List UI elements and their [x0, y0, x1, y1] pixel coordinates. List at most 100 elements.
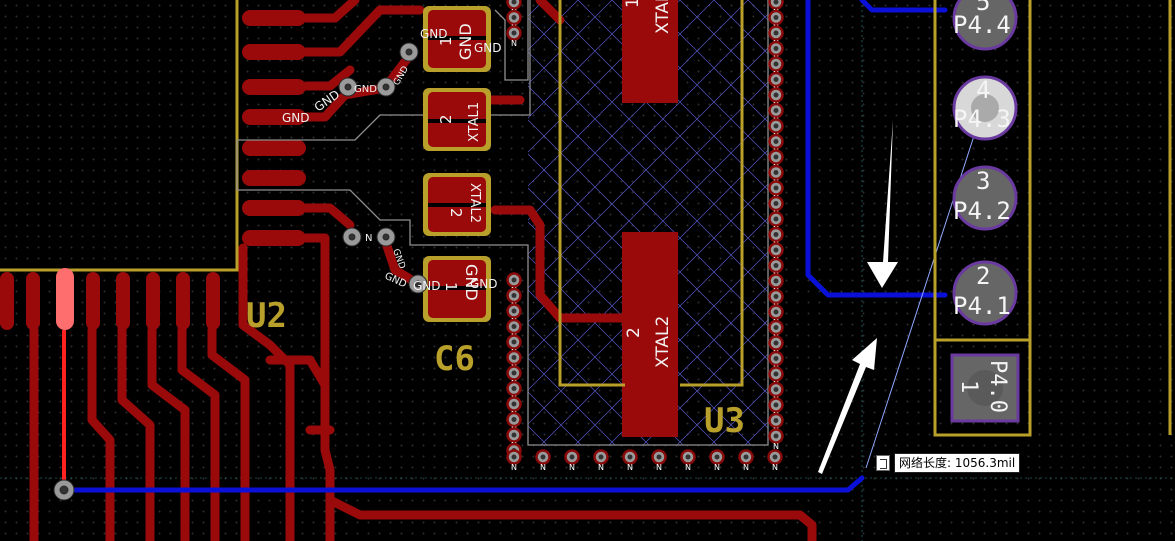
u3-pin-bottom-9-label: N [743, 463, 749, 472]
u3-pin-column-right: NNNNNNNNNNNNNNNNNNNNNNNNNNNNN [768, 0, 784, 451]
u3-pin-left-7-hole [511, 370, 517, 376]
svg-text:5: 5 [976, 0, 990, 16]
u3-pin-right-13-hole [773, 185, 779, 191]
u3-pin-bottom-1-hole [511, 454, 517, 460]
u3-pin-bottom-9-hole [743, 454, 749, 460]
u2-pad-row-right [242, 10, 306, 246]
u3-pin-bottom-3-label: N [569, 463, 575, 472]
svg-text:GND: GND [462, 264, 481, 301]
u3-pin-right-28-hole [773, 418, 779, 423]
u3-pin-top-left-3-hole [511, 30, 517, 36]
u3-pin-right-8-hole [773, 108, 779, 113]
u3-pin-right-23-hole [773, 340, 779, 346]
svg-text:P4.0: P4.0 [985, 360, 1010, 413]
u3-pin-right-14-hole [773, 201, 779, 206]
u3-pin-right-6-hole [773, 77, 779, 82]
c6-designator: C6 [434, 339, 475, 379]
svg-text:P4.3: P4.3 [953, 105, 1011, 133]
u3-pin-bottom-8-hole [714, 454, 720, 460]
board-outline [236, 0, 769, 446]
svg-text:4: 4 [976, 76, 990, 104]
net-length-text: 网络长度: 1056.3mil [894, 453, 1021, 473]
svg-text:GND: GND [354, 84, 377, 95]
svg-text:GND: GND [420, 27, 448, 41]
u3-pin-right-7-hole [773, 92, 779, 98]
u3-pin-right-4-hole [773, 46, 779, 51]
svg-text:2: 2 [447, 208, 465, 218]
u2-silkscreen-outline [0, 0, 239, 272]
annotation-arrow-down [867, 120, 898, 288]
svg-text:GND: GND [282, 111, 310, 125]
smd-pad-labels: GND 1 2 XTAL1 XTAL2 2 GND 1 [437, 23, 482, 300]
u3-pin-right-12-hole [773, 170, 779, 175]
top-copper-traces [29, 0, 817, 541]
crystal-silkscreen [558, 0, 744, 387]
u3-pin-right-1-hole [773, 0, 779, 5]
u3-pin-left-8-hole [511, 386, 517, 391]
svg-text:2: 2 [624, 327, 644, 338]
svg-text:N: N [365, 233, 372, 244]
u3-pin-bottom-2-hole [540, 454, 546, 460]
selected-track[interactable] [56, 268, 74, 488]
u3-pin-left-3-hole [511, 308, 517, 314]
u3-pin-right-5-hole [773, 61, 779, 67]
svg-text:GND: GND [456, 23, 475, 60]
u3-pin-left-5-hole [511, 339, 517, 345]
bottom-copper-traces [61, 0, 948, 493]
u3-pin-bottom-5-label: N [627, 463, 633, 472]
u3-pin-top-left-3-label: N [511, 39, 517, 48]
net-length-icon [876, 455, 890, 471]
u3-pin-left-6-hole [511, 355, 517, 360]
u3-pin-left-9-hole [511, 401, 517, 407]
annotation-arrow-up [818, 338, 877, 474]
svg-text:1: 1 [442, 282, 460, 292]
u3-pin-right-3-hole [773, 30, 779, 36]
u3-pin-bottom-1-label: N [511, 463, 517, 472]
u3-pin-bottom-4-hole [598, 454, 604, 460]
u3-pin-right-26-hole [773, 387, 779, 392]
header-silkscreen [933, 0, 1032, 437]
u3-pin-right-18-hole [773, 263, 779, 268]
svg-text:P4.4: P4.4 [953, 11, 1011, 39]
svg-text:1: 1 [623, 0, 643, 8]
u3-pin-right-19-hole [773, 278, 779, 284]
u3-pin-left-2-hole [511, 293, 517, 298]
u3-pin-bottom-3-hole [569, 454, 575, 460]
c6-smd-pads [423, 6, 491, 322]
u3-designator: U3 [704, 401, 745, 441]
header-pads[interactable] [950, 0, 1020, 423]
svg-text:P4.1: P4.1 [953, 292, 1011, 320]
u3-pin-bottom-10-label: N [772, 463, 778, 472]
u3-pin-right-17-hole [773, 247, 779, 253]
u3-pin-right-21-hole [773, 309, 779, 315]
net-length-tooltip: 网络长度: 1056.3mil [876, 453, 1021, 473]
u3-pin-right-15-hole [773, 216, 779, 222]
vias [53, 42, 428, 501]
u3-pin-bottom-4-label: N [598, 463, 604, 472]
svg-text:XTAL2: XTAL2 [467, 183, 482, 223]
crystal-pad-2 [622, 232, 678, 437]
u3-pin-right-22-hole [773, 325, 779, 330]
u3-pin-left-1-hole [511, 277, 517, 283]
u3-pin-top-left-2-hole [511, 15, 517, 20]
u3-pin-right-10-hole [773, 139, 779, 144]
u2-designator: U2 [246, 296, 287, 336]
svg-text:2: 2 [437, 114, 455, 124]
u3-pin-bottom-5-hole [627, 454, 633, 460]
svg-text:XTAL1: XTAL1 [467, 102, 482, 142]
svg-text:1: 1 [956, 380, 981, 393]
svg-text:GND: GND [413, 279, 441, 293]
svg-text:3: 3 [976, 167, 990, 195]
u3-pin-right-25-hole [773, 371, 779, 377]
u3-pin-bottom-7-hole [685, 454, 691, 460]
u3-pin-right-29-label: N [773, 442, 779, 451]
u3-pin-right-16-hole [773, 232, 779, 237]
u3-pin-left-10-hole [511, 417, 517, 422]
u3-pin-right-2-hole [773, 15, 779, 20]
svg-text:GND: GND [474, 41, 502, 55]
u3-pin-bottom-6-label: N [656, 463, 662, 472]
svg-text:1: 1 [437, 36, 455, 46]
